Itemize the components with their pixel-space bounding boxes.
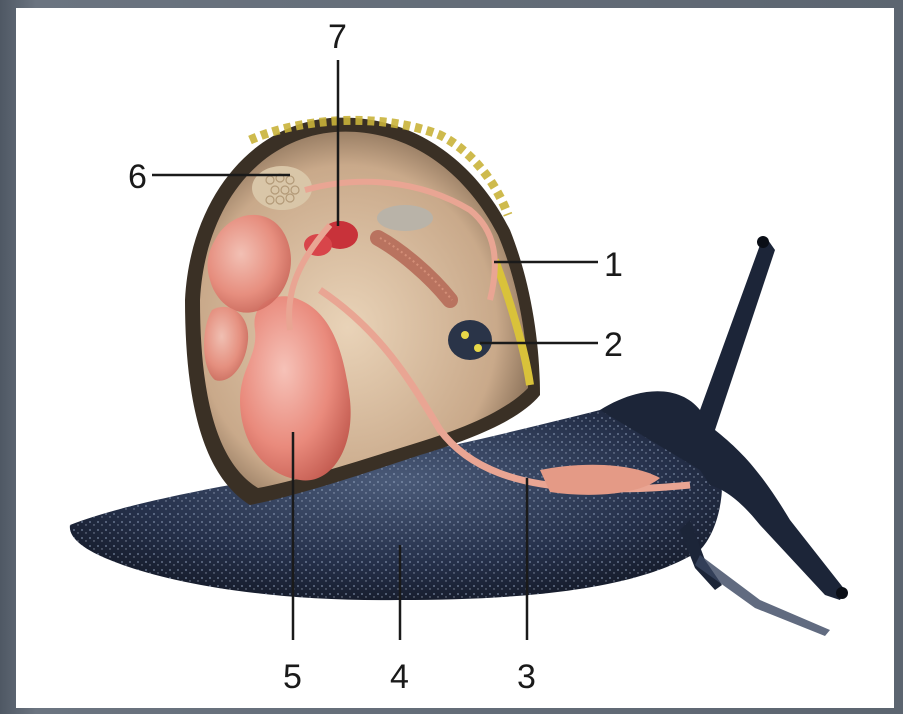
label-6: 6 xyxy=(128,158,147,196)
label-5: 5 xyxy=(283,658,302,696)
label-2: 2 xyxy=(604,326,623,364)
label-3: 3 xyxy=(517,658,536,696)
label-1: 1 xyxy=(604,246,623,284)
label-4: 4 xyxy=(390,658,409,696)
label-7: 7 xyxy=(328,18,347,56)
